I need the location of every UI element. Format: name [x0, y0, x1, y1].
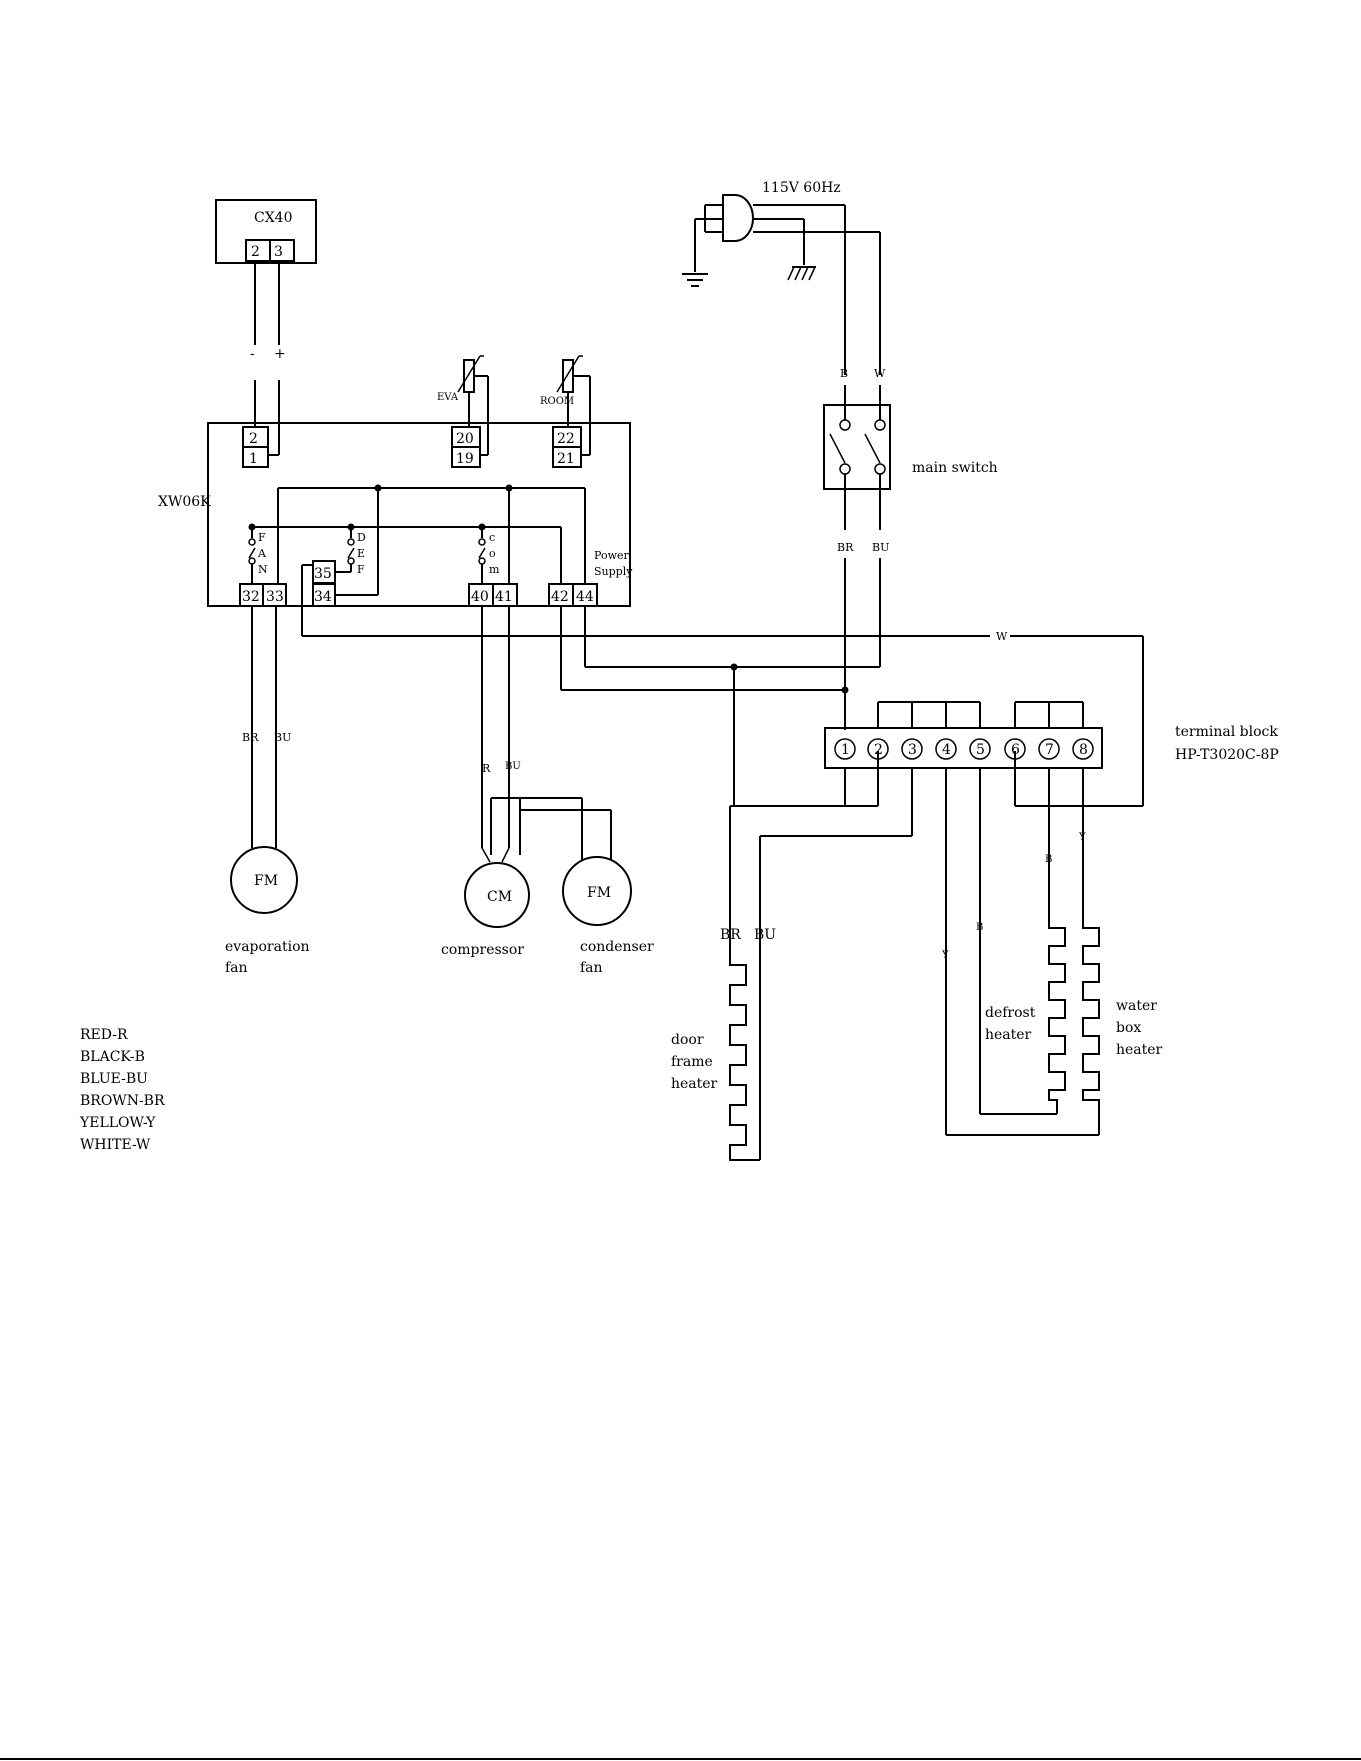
water-heater-label-3: heater	[1116, 1042, 1163, 1058]
terminal-7: 7	[1045, 742, 1054, 758]
terminal-1: 1	[841, 742, 850, 758]
controller-pin-21: 21	[557, 451, 575, 467]
wire-label-fan-bu: BU	[274, 731, 291, 744]
relay-def-label-f: F	[357, 563, 365, 576]
controller-pin-42: 42	[551, 589, 569, 605]
chassis-ground-icon	[787, 266, 816, 281]
wire-label-fan-br: BR	[242, 731, 259, 744]
wire-label-b1: B	[976, 922, 983, 933]
controller-pin-19: 19	[456, 451, 474, 467]
wire-label-comp-bu: BU	[505, 761, 521, 772]
defrost-heater	[945, 768, 1099, 1136]
comp-motor-label: CM	[487, 889, 512, 905]
wire-label-y2: Y	[1078, 832, 1086, 843]
controller-pin-2: 2	[249, 431, 258, 447]
probe-eva-label: EVA	[437, 392, 459, 403]
terminal-block-model: HP-T3020C-8P	[1175, 747, 1279, 763]
switch-out-br: BR	[837, 541, 854, 554]
legend-item: BLACK-B	[80, 1049, 145, 1065]
legend-item: BLUE-BU	[80, 1071, 148, 1087]
controller-xw06k	[207, 380, 631, 607]
controller-pin-22: 22	[557, 431, 575, 447]
main-switch-label: main switch	[912, 460, 998, 476]
power-supply-label-2: Supply	[594, 565, 633, 578]
terminal-6: 6	[1011, 742, 1020, 758]
water-heater-label-1: water	[1116, 998, 1157, 1014]
condenser-fan-label-1: condenser	[580, 939, 654, 955]
door-heater-label-2: frame	[671, 1054, 713, 1070]
terminal-block-title: terminal block	[1175, 724, 1278, 740]
water-heater-label-2: box	[1116, 1020, 1141, 1036]
controller-pin-44: 44	[576, 589, 594, 605]
controller-pin-34: 34	[314, 589, 332, 605]
compressor-label: compressor	[441, 942, 524, 958]
display-pin-3: 3	[274, 244, 283, 260]
evap-fan-label-1: evaporation	[225, 939, 310, 955]
probe-room	[556, 355, 591, 456]
controller-pin-20: 20	[456, 431, 474, 447]
power-plug	[694, 194, 881, 375]
legend-item: WHITE-W	[80, 1137, 151, 1153]
probe-eva	[457, 355, 489, 456]
relay-fan-label-a: A	[257, 547, 267, 560]
display-title: CX40	[254, 210, 293, 226]
relay-def-label-d: D	[357, 531, 366, 544]
terminal-5: 5	[976, 742, 985, 758]
wire-label-white: W	[996, 630, 1008, 643]
switch-in-w: W	[874, 367, 886, 380]
terminal-3: 3	[908, 742, 917, 758]
controller-pin-40: 40	[471, 589, 489, 605]
terminal-block	[824, 701, 1103, 769]
wire-label-b2: B	[1045, 854, 1052, 865]
display-polarity-plus: +	[274, 346, 286, 362]
door-heater-label-3: heater	[671, 1076, 718, 1092]
controller-pin-41: 41	[495, 589, 513, 605]
evap-fan-label-2: fan	[225, 960, 248, 976]
legend-item: RED-R	[80, 1027, 128, 1043]
controller-pin-35: 35	[314, 566, 332, 582]
terminal-8: 8	[1079, 742, 1088, 758]
evap-motor-label: FM	[254, 873, 278, 889]
switch-in-b: B	[840, 367, 848, 380]
controller-pin-32: 32	[242, 589, 260, 605]
defrost-heater-label-2: heater	[985, 1027, 1032, 1043]
relay-com-label-m: m	[489, 563, 500, 576]
legend-item: BROWN-BR	[80, 1093, 165, 1109]
wire-label-door-bu: BU	[754, 927, 776, 943]
relay-fan-label-f: F	[258, 531, 266, 544]
evaporation-fan	[230, 606, 298, 914]
switch-out-bu: BU	[872, 541, 889, 554]
display-cx40	[215, 199, 317, 345]
compressor-wiring	[464, 606, 632, 928]
wire-label-door-br: BR	[720, 927, 741, 943]
controller-title: XW06K	[158, 494, 211, 510]
controller-pin-33: 33	[266, 589, 284, 605]
terminal-4: 4	[942, 742, 951, 758]
condenser-fan-label-2: fan	[580, 960, 603, 976]
display-polarity-minus: -	[250, 346, 255, 362]
main-switch	[823, 385, 891, 530]
power-supply-label-1: Power	[594, 549, 630, 562]
relay-def-label-e: E	[357, 547, 365, 560]
relay-fan-label-n: N	[258, 563, 268, 576]
power-label: 115V 60Hz	[762, 180, 841, 196]
controller-pin-1: 1	[249, 451, 258, 467]
wire-label-y1: Y	[941, 950, 949, 961]
display-pin-2: 2	[251, 244, 260, 260]
door-heater-label-1: door	[671, 1032, 704, 1048]
cond-motor-label: FM	[587, 885, 611, 901]
door-frame-heater	[729, 768, 913, 1161]
wire-label-comp-r: R	[482, 762, 491, 775]
ground-icon	[682, 273, 708, 287]
defrost-heater-label-1: defrost	[985, 1005, 1036, 1021]
terminal-2: 2	[874, 742, 883, 758]
color-legend: RED-R BLACK-B BLUE-BU BROWN-BR YELLOW-Y …	[79, 1027, 165, 1153]
water-box-heater	[1082, 768, 1100, 1135]
relay-com-label-c: c	[489, 531, 495, 544]
legend-item: YELLOW-Y	[79, 1115, 156, 1131]
relay-com-label-o: o	[489, 547, 496, 560]
probe-room-label: ROOM	[540, 396, 574, 407]
harness-wires	[301, 558, 1144, 807]
